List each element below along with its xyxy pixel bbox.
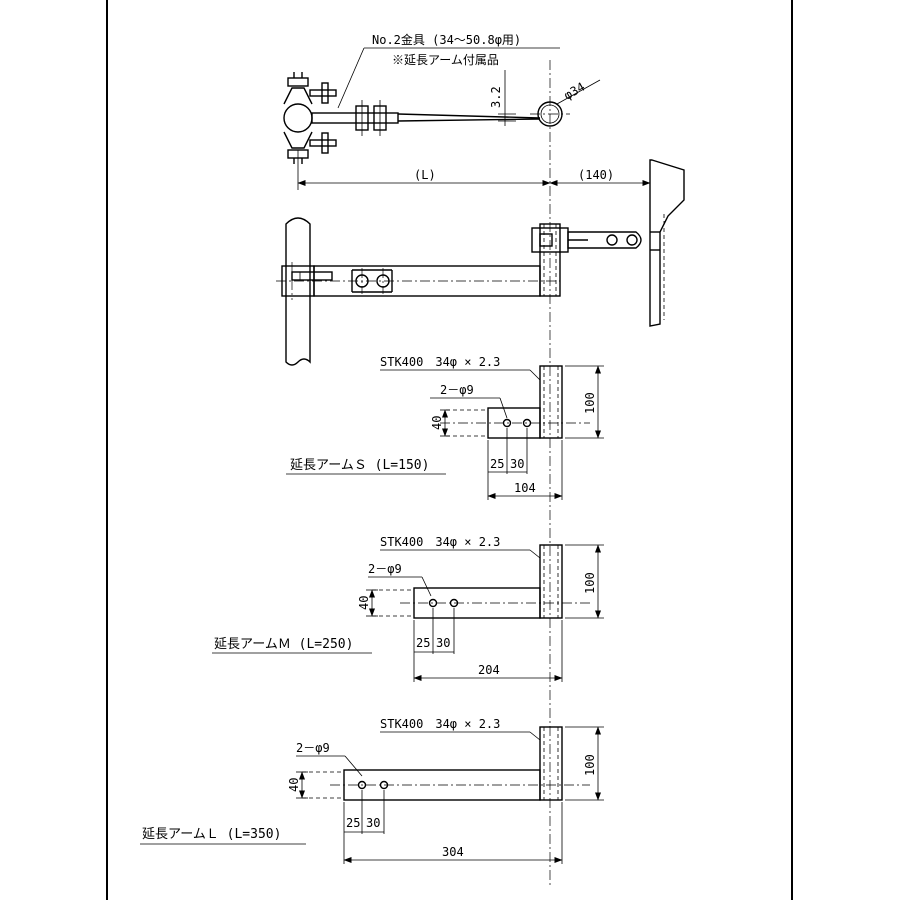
arm-l-dim-a: 25	[346, 816, 360, 830]
arm-l-holes: 2－φ9	[296, 741, 330, 755]
arm-l-length-dim: 304	[442, 845, 464, 859]
arm-m-height-dim: 100	[583, 572, 597, 594]
arm-s-length-dim: 104	[514, 481, 536, 495]
arm-l-view	[140, 726, 604, 864]
arm-s-view	[286, 365, 604, 500]
arm-l-spec: STK400 34φ × 2.3	[380, 717, 500, 731]
arm-s-dim-b: 30	[510, 457, 524, 471]
arm-s-name: 延長アームＳ (L=150)	[290, 458, 429, 473]
arm-s-height-dim: 100	[583, 392, 597, 414]
dim-140-label: (140)	[578, 168, 614, 182]
arm-m-dim-a: 25	[416, 636, 430, 650]
arm-l-dia-dim: 40	[287, 778, 301, 792]
dim-L-label: (L)	[414, 168, 436, 182]
arm-m-length-dim: 204	[478, 663, 500, 677]
assembly-view	[276, 150, 685, 366]
bracket-note-sub: ※延長アーム付属品	[392, 53, 499, 67]
arm-s-spec: STK400 34φ × 2.3	[380, 355, 500, 369]
arm-s-holes: 2－φ9	[440, 383, 474, 397]
arm-l-height-dim: 100	[583, 754, 597, 776]
arm-m-dim-b: 30	[436, 636, 450, 650]
arm-m-name: 延長アームＭ (L=250)	[214, 637, 353, 652]
arm-l-name: 延長アームＬ (L=350)	[142, 827, 281, 842]
arm-m-dia-dim: 40	[357, 596, 371, 610]
plate-thickness-dim: 3.2	[489, 86, 503, 108]
arm-m-spec: STK400 34φ × 2.3	[380, 535, 500, 549]
arm-s-dia-dim: 40	[430, 416, 444, 430]
no2-bracket-view	[283, 47, 601, 164]
arm-l-dim-b: 30	[366, 816, 380, 830]
arm-s-dim-a: 25	[490, 457, 504, 471]
arm-m-view	[212, 544, 604, 682]
arm-m-holes: 2－φ9	[368, 562, 402, 576]
bracket-note-title: No.2金具 (34～50.8φ用)	[372, 32, 521, 47]
